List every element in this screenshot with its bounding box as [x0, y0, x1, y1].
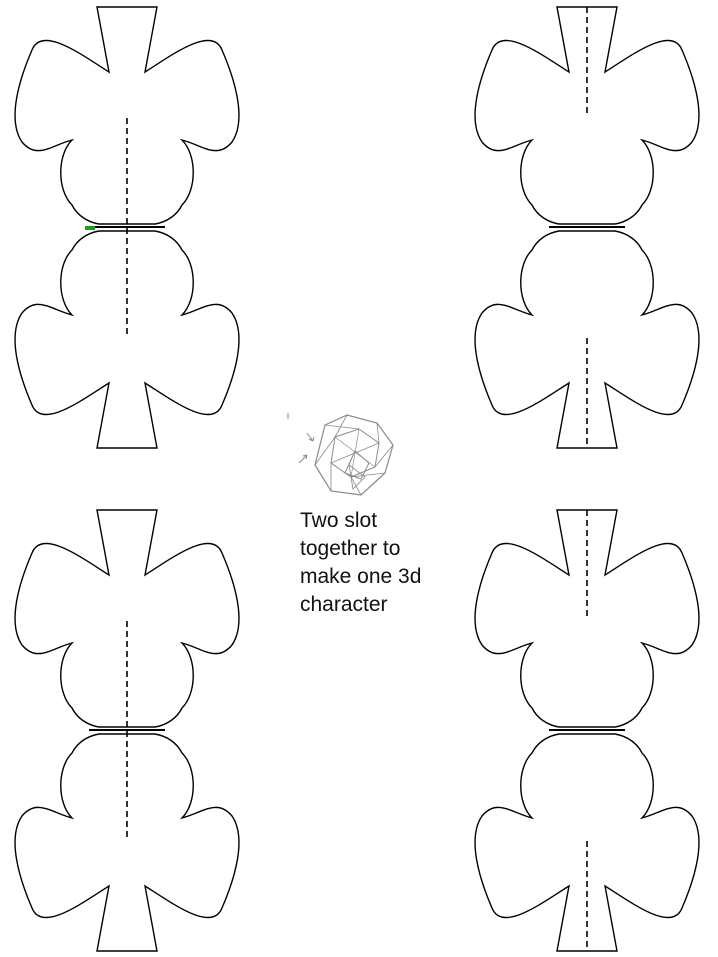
caption-line-3: make one 3d: [300, 565, 422, 588]
template-bottom-left: [14, 509, 240, 952]
template-top-left: [14, 6, 240, 449]
assembled-3d-character-sketch-icon: [287, 413, 394, 496]
caption-line-2: together to: [300, 537, 401, 560]
caption-line-1: Two slot: [300, 509, 378, 532]
template-bottom-right: [474, 509, 700, 952]
instruction-caption: Two slot together to make one 3d charact…: [300, 507, 500, 619]
template-top-right: [474, 6, 700, 449]
caption-line-4: character: [300, 593, 388, 616]
